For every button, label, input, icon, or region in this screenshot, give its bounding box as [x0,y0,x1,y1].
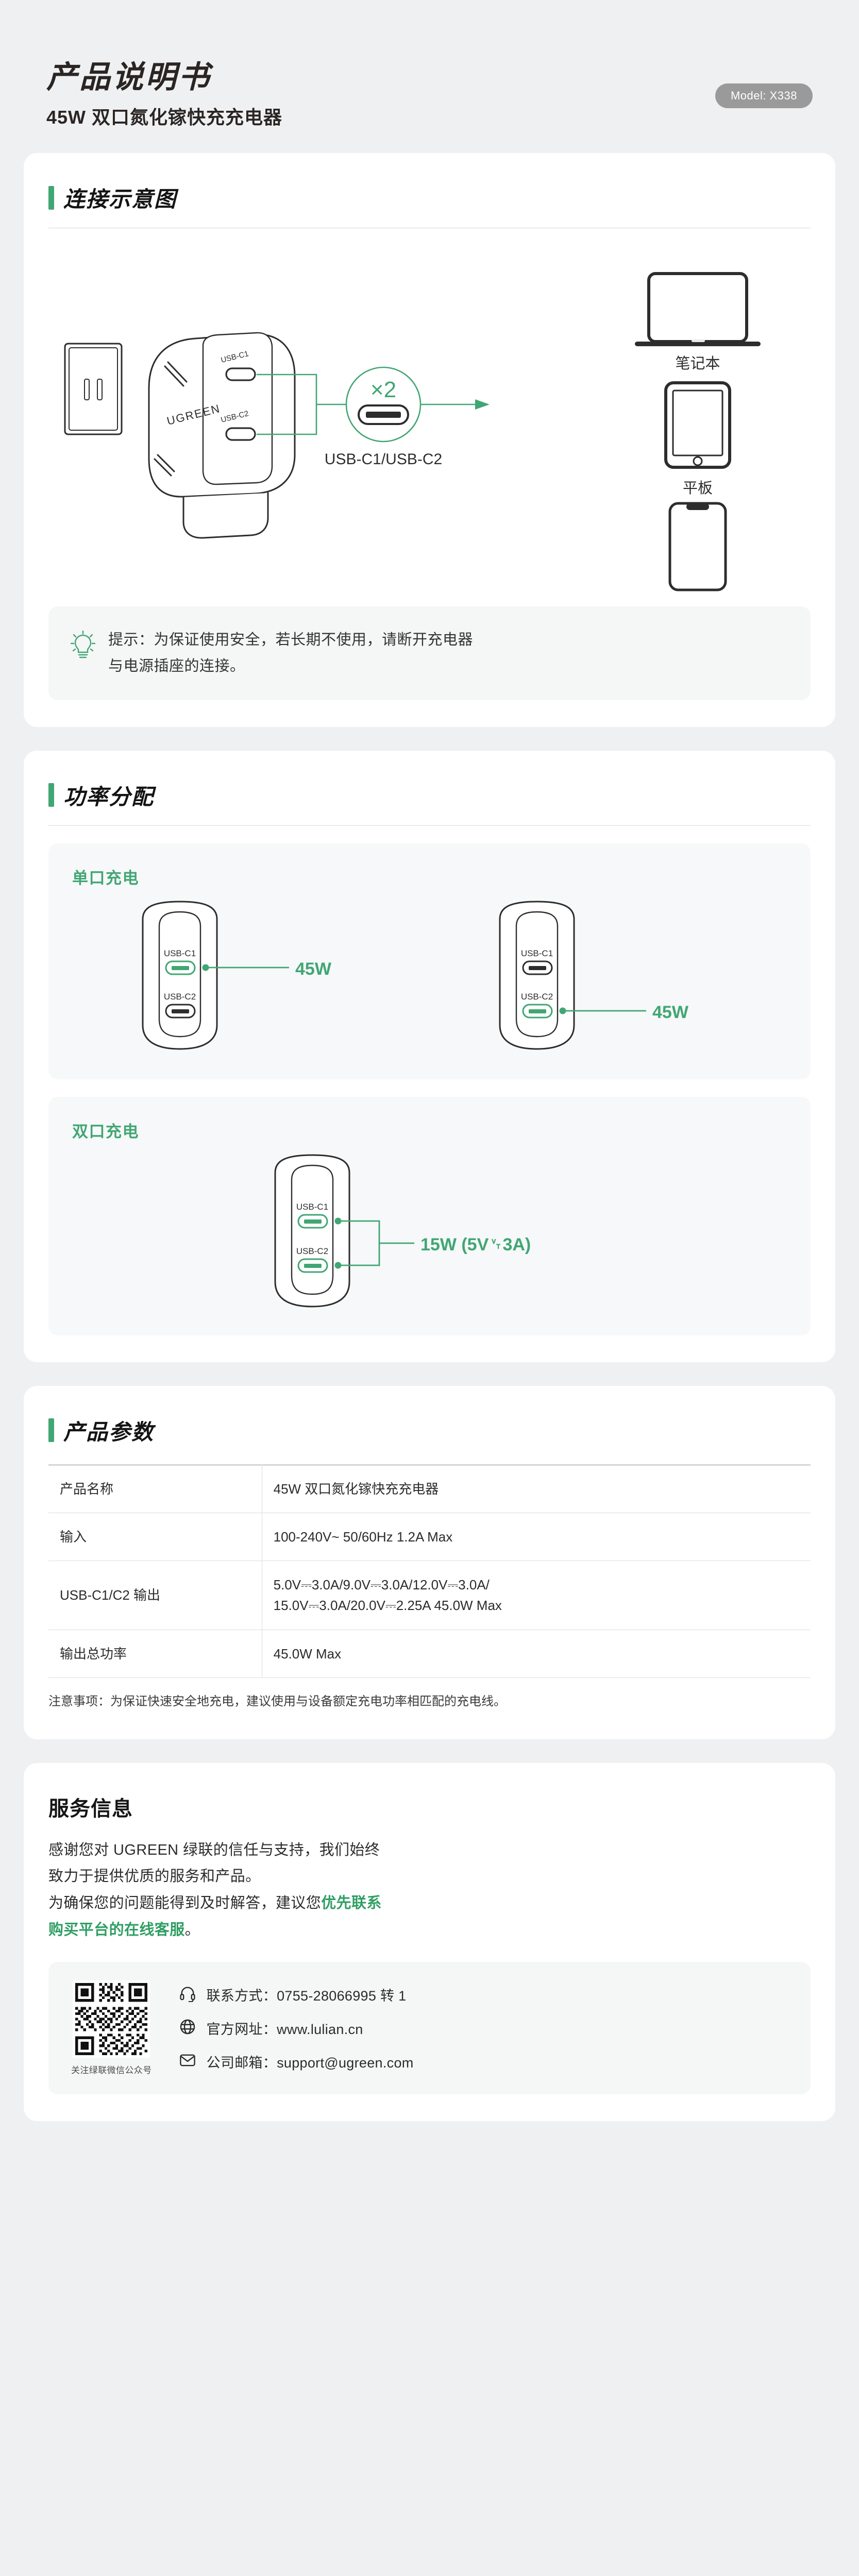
contact-text-email: 公司邮箱：support@ugreen.com [206,2055,414,2071]
port-label-c2: USB-C2 [521,992,553,1002]
device-label-laptop: 笔记本 [675,355,720,372]
accent-bar-icon [48,783,54,807]
qr-caption: 关注绿联微信公众号 [71,2065,152,2076]
page-title: 产品说明书 [46,60,211,94]
dual-port-panel: 双口充电 USB-C1 USB-C2 [48,1096,811,1335]
power-card: 功率分配 单口充电 USB-C1 USB-C2 [24,750,835,1362]
contact-text-website: 官方网址：www.lulian.cn [206,2022,363,2038]
contact-box: 关注绿联微信公众号 联系方式：0755-28066995 转 1 [48,1962,811,2095]
svg-text:×2: ×2 [370,377,396,402]
qr-code-icon [73,1980,150,2058]
single-port-case-c1: USB-C1 USB-C2 45W [112,899,390,1056]
table-row: 输出总功率 45.0W Max [48,1630,811,1678]
table-row: 输入 100-240V~ 50/60Hz 1.2A Max [48,1513,811,1561]
power-heading: 功率分配 [63,784,155,809]
single-port-title: 单口充电 [72,869,139,887]
dual-port-title: 双口充电 [72,1122,139,1141]
qr-block: 关注绿联微信公众号 [71,1980,152,2076]
service-card: 服务信息 感谢您对 UGREEN 绿联的信任与支持，我们始终 致力于提供优质的服… [24,1762,835,2122]
port-label-c2: USB-C2 [296,1246,328,1256]
page-header: 产品说明书 45W 双口氮化镓快充充电器 Model: X338 [0,0,859,153]
section-divider [48,825,811,826]
spec-key: 输出总功率 [48,1630,262,1678]
product-manual-page: 产品说明书 45W 双口氮化镓快充充电器 Model: X338 连接示意图 [0,0,859,2122]
single-port-cases: USB-C1 USB-C2 45W [72,899,787,1056]
connection-diagram-svg: UGREEN USB-C1 USB-C2 [64,272,761,591]
service-line-3-text: 为确保您的问题能得到及时解答，建议您 [48,1895,322,1911]
service-line-4: 购买平台的在线客服。 [48,1917,811,1944]
single-port-value-c2: 45W [652,1003,689,1022]
power-section-head: 功率分配 [48,779,811,811]
tip-line-2: 与电源插座的连接。 [108,657,245,674]
headset-icon [179,1985,196,2005]
service-line-3: 为确保您的问题能得到及时解答，建议您优先联系 [48,1890,811,1917]
connection-section-head: 连接示意图 [48,182,811,213]
header-titles: 产品说明书 45W 双口氮化镓快充充电器 [46,61,282,129]
service-heading: 服务信息 [48,1797,133,1820]
spec-key: 输入 [48,1513,262,1561]
connection-diagram: UGREEN USB-C1 USB-C2 [48,233,811,594]
specs-card: 产品参数 产品名称 45W 双口氮化镓快充充电器 输入 100-240V~ 50… [24,1385,835,1739]
spec-value: 5.0V⎓3.0A/9.0V⎓3.0A/12.0V⎓3.0A/ 15.0V⎓3.… [273,1577,502,1614]
laptop-icon [635,272,761,346]
table-row: USB-C1/C2 输出 5.0V⎓3.0A/9.0V⎓3.0A/12.0V⎓3… [48,1561,811,1630]
specs-section-head: 产品参数 [48,1415,811,1446]
model-badge: Model: X338 [715,83,813,108]
specs-heading: 产品参数 [63,1419,155,1444]
table-row: 产品名称 45W 双口氮化镓快充充电器 [48,1465,811,1513]
cable-label: USB-C1/USB-C2 [325,451,442,468]
single-port-case-c2: USB-C1 USB-C2 45W [469,899,747,1056]
tip-box: 提示：为保证使用安全，若长期不使用，请断开充电器 与电源插座的连接。 [48,606,811,700]
dual-port-case: USB-C1 USB-C2 15W (5V␋3A) [72,1152,787,1312]
spec-key: USB-C1/C2 输出 [48,1561,262,1630]
charger-illustration: UGREEN USB-C1 USB-C2 [148,332,296,539]
spec-value: 100-240V~ 50/60Hz 1.2A Max [273,1529,453,1545]
single-port-value-c1: 45W [295,959,332,979]
page-subtitle: 45W 双口氮化镓快充充电器 [46,107,283,128]
device-label-tablet: 平板 [683,480,713,497]
phone-icon [668,502,727,591]
contact-row-phone: 联系方式：0755-28066995 转 1 [179,1985,414,2005]
wall-socket-icon [64,343,123,435]
contact-row-website: 官方网址：www.lulian.cn [179,2018,414,2038]
tablet-icon [664,381,731,469]
spec-value: 45W 双口氮化镓快充充电器 [273,1481,439,1497]
spec-key: 产品名称 [48,1465,262,1513]
port-label-c2: USB-C2 [164,992,196,1002]
contact-text-phone: 联系方式：0755-28066995 转 1 [206,1988,407,2004]
tip-text: 提示：为保证使用安全，若长期不使用，请断开充电器 与电源插座的连接。 [108,627,473,680]
service-line-1: 感谢您对 UGREEN 绿联的信任与支持，我们始终 [48,1841,380,1858]
service-highlight-2: 购买平台的在线客服 [48,1921,185,1938]
tip-line-1: 提示：为保证使用安全，若长期不使用，请断开充电器 [108,632,474,648]
spec-value: 45.0W Max [273,1646,342,1662]
service-paragraph: 感谢您对 UGREEN 绿联的信任与支持，我们始终 致力于提供优质的服务和产品。… [48,1837,811,1943]
port-label-c1: USB-C1 [164,948,196,958]
service-line-4-tail: 。 [184,1921,200,1938]
mail-icon [179,2052,196,2072]
service-highlight-1: 优先联系 [321,1895,382,1911]
service-line-2: 致力于提供优质的服务和产品。 [48,1868,261,1885]
contact-list: 联系方式：0755-28066995 转 1 官方网址：www.lulian.c… [179,1985,414,2072]
connection-card: 连接示意图 [24,153,835,727]
usb-c-multiplier-badge: ×2 [345,366,422,443]
port-label-c1: USB-C1 [521,948,553,958]
globe-icon [179,2018,196,2038]
lightbulb-icon [70,630,96,663]
accent-bar-icon [48,1418,54,1442]
accent-bar-icon [48,185,54,210]
dual-port-value: 15W (5V␋3A) [420,1235,531,1255]
port-label-c1: USB-C1 [296,1202,328,1212]
specs-note: 注意事项：为保证快速安全地充电，建议使用与设备额定充电功率相匹配的充电线。 [48,1694,506,1708]
specs-table: 产品名称 45W 双口氮化镓快充充电器 输入 100-240V~ 50/60Hz… [48,1465,811,1678]
contact-row-email: 公司邮箱：support@ugreen.com [179,2052,414,2072]
single-port-panel: 单口充电 USB-C1 USB-C2 [48,843,811,1079]
connection-heading: 连接示意图 [63,187,177,211]
